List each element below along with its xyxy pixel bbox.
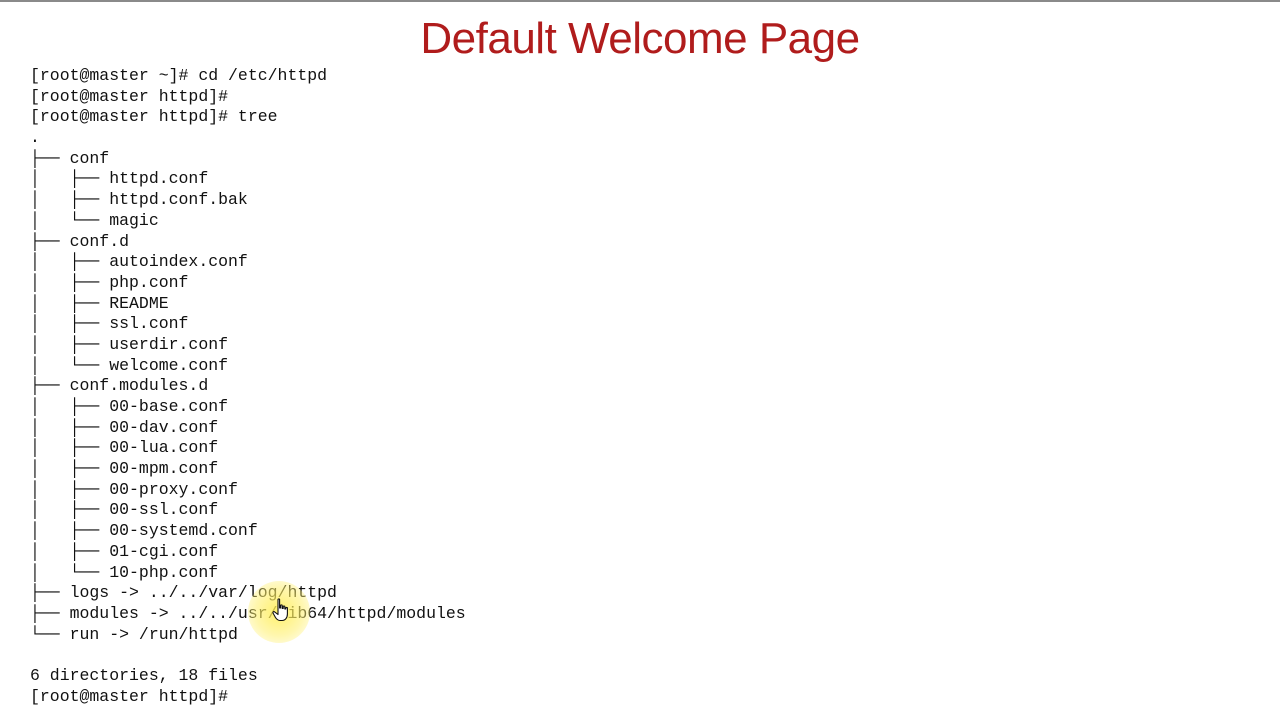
tree-file: │ └── 10-php.conf — [30, 562, 219, 582]
tree-file: │ ├── 00-base.conf — [30, 397, 229, 416]
terminal-line-command: [root@master httpd]# tree — [30, 107, 278, 127]
tree-symlink-run: └── run -> /run/httpd — [30, 624, 238, 644]
tree-file: │ ├── autoindex.conf — [30, 252, 248, 272]
terminal-line-prompt: [root@master httpd]# — [30, 86, 229, 106]
tree-file: │ ├── httpd.conf.bak — [30, 190, 248, 210]
tree-dir-conf-modules-d: ├── conf.modules.d — [30, 376, 209, 396]
tree-file: │ ├── 00-dav.conf — [30, 417, 219, 437]
terminal-blank-line — [30, 645, 466, 666]
terminal-output: [root@master ~]# cd /etc/httpd[root@mast… — [30, 66, 466, 707]
tree-file: │ ├── php.conf — [30, 272, 189, 292]
tree-dir-conf: ├── conf — [30, 148, 110, 168]
tree-file: │ ├── 00-ssl.conf — [30, 500, 219, 520]
tree-file: │ ├── 00-mpm.conf — [30, 459, 219, 479]
tree-file: │ ├── 00-systemd.conf — [30, 521, 258, 541]
tree-file: │ ├── 00-lua.conf — [30, 438, 219, 458]
tree-file: │ ├── httpd.conf — [30, 169, 209, 189]
tree-symlink-logs: ├── logs -> ../../var/log/httpd — [30, 583, 337, 603]
terminal-line-command: [root@master ~]# cd /etc/httpd — [30, 66, 328, 85]
slide-title: Default Welcome Page — [420, 14, 860, 63]
tree-summary: 6 directories, 18 files — [30, 665, 258, 685]
tree-root: . — [30, 128, 40, 148]
tree-dir-conf-d: ├── conf.d — [30, 231, 130, 251]
tree-file: │ ├── ssl.conf — [30, 314, 189, 334]
tree-file: │ ├── 01-cgi.conf — [30, 541, 219, 561]
tree-symlink-modules: ├── modules -> ../../usr/lib64/httpd/mod… — [30, 603, 466, 623]
tree-file: │ ├── userdir.conf — [30, 334, 229, 354]
tree-file: │ └── magic — [30, 210, 159, 230]
tree-file: │ ├── 00-proxy.conf — [30, 479, 238, 499]
tree-file: │ ├── README — [30, 293, 169, 313]
tree-file: │ └── welcome.conf — [30, 355, 229, 375]
terminal-line-prompt: [root@master httpd]# — [30, 686, 229, 706]
